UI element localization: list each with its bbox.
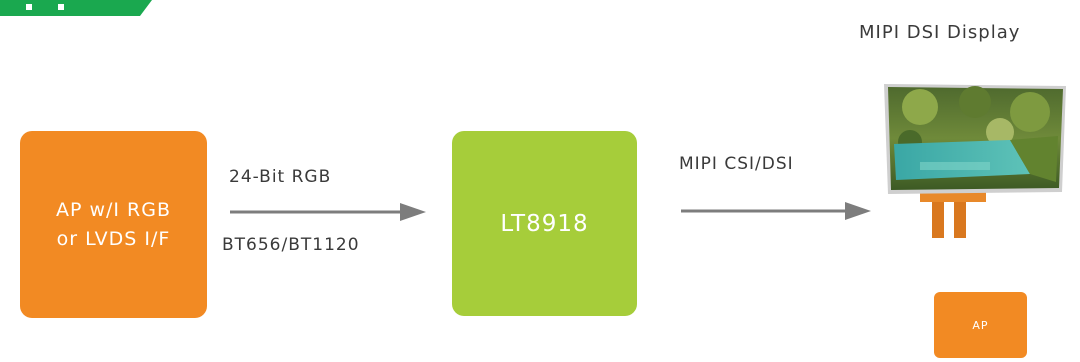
- display-panel-image: [884, 84, 1066, 238]
- corner-tab: [0, 0, 152, 16]
- input-arrow: [230, 203, 426, 221]
- lt8918-label: LT8918: [500, 210, 589, 237]
- input-label-rgb: 24-Bit RGB: [229, 167, 332, 187]
- ap-small-box: AP: [934, 292, 1027, 358]
- input-label-bt: BT656/BT1120: [222, 235, 360, 255]
- ap-source-label-line2: or LVDS I/F: [56, 227, 171, 250]
- ap-small-label: AP: [972, 318, 989, 332]
- ap-source-box: AP w/I RGB or LVDS I/F: [20, 131, 207, 318]
- lt8918-chip-box: LT8918: [452, 131, 637, 316]
- output-arrow: [681, 202, 871, 220]
- ap-source-label-line1: AP w/I RGB: [55, 198, 172, 221]
- display-label: MIPI DSI Display: [859, 22, 1021, 43]
- ap-source-label: AP w/I RGB or LVDS I/F: [56, 196, 171, 254]
- output-label-mipi: MIPI CSI/DSI: [679, 154, 794, 174]
